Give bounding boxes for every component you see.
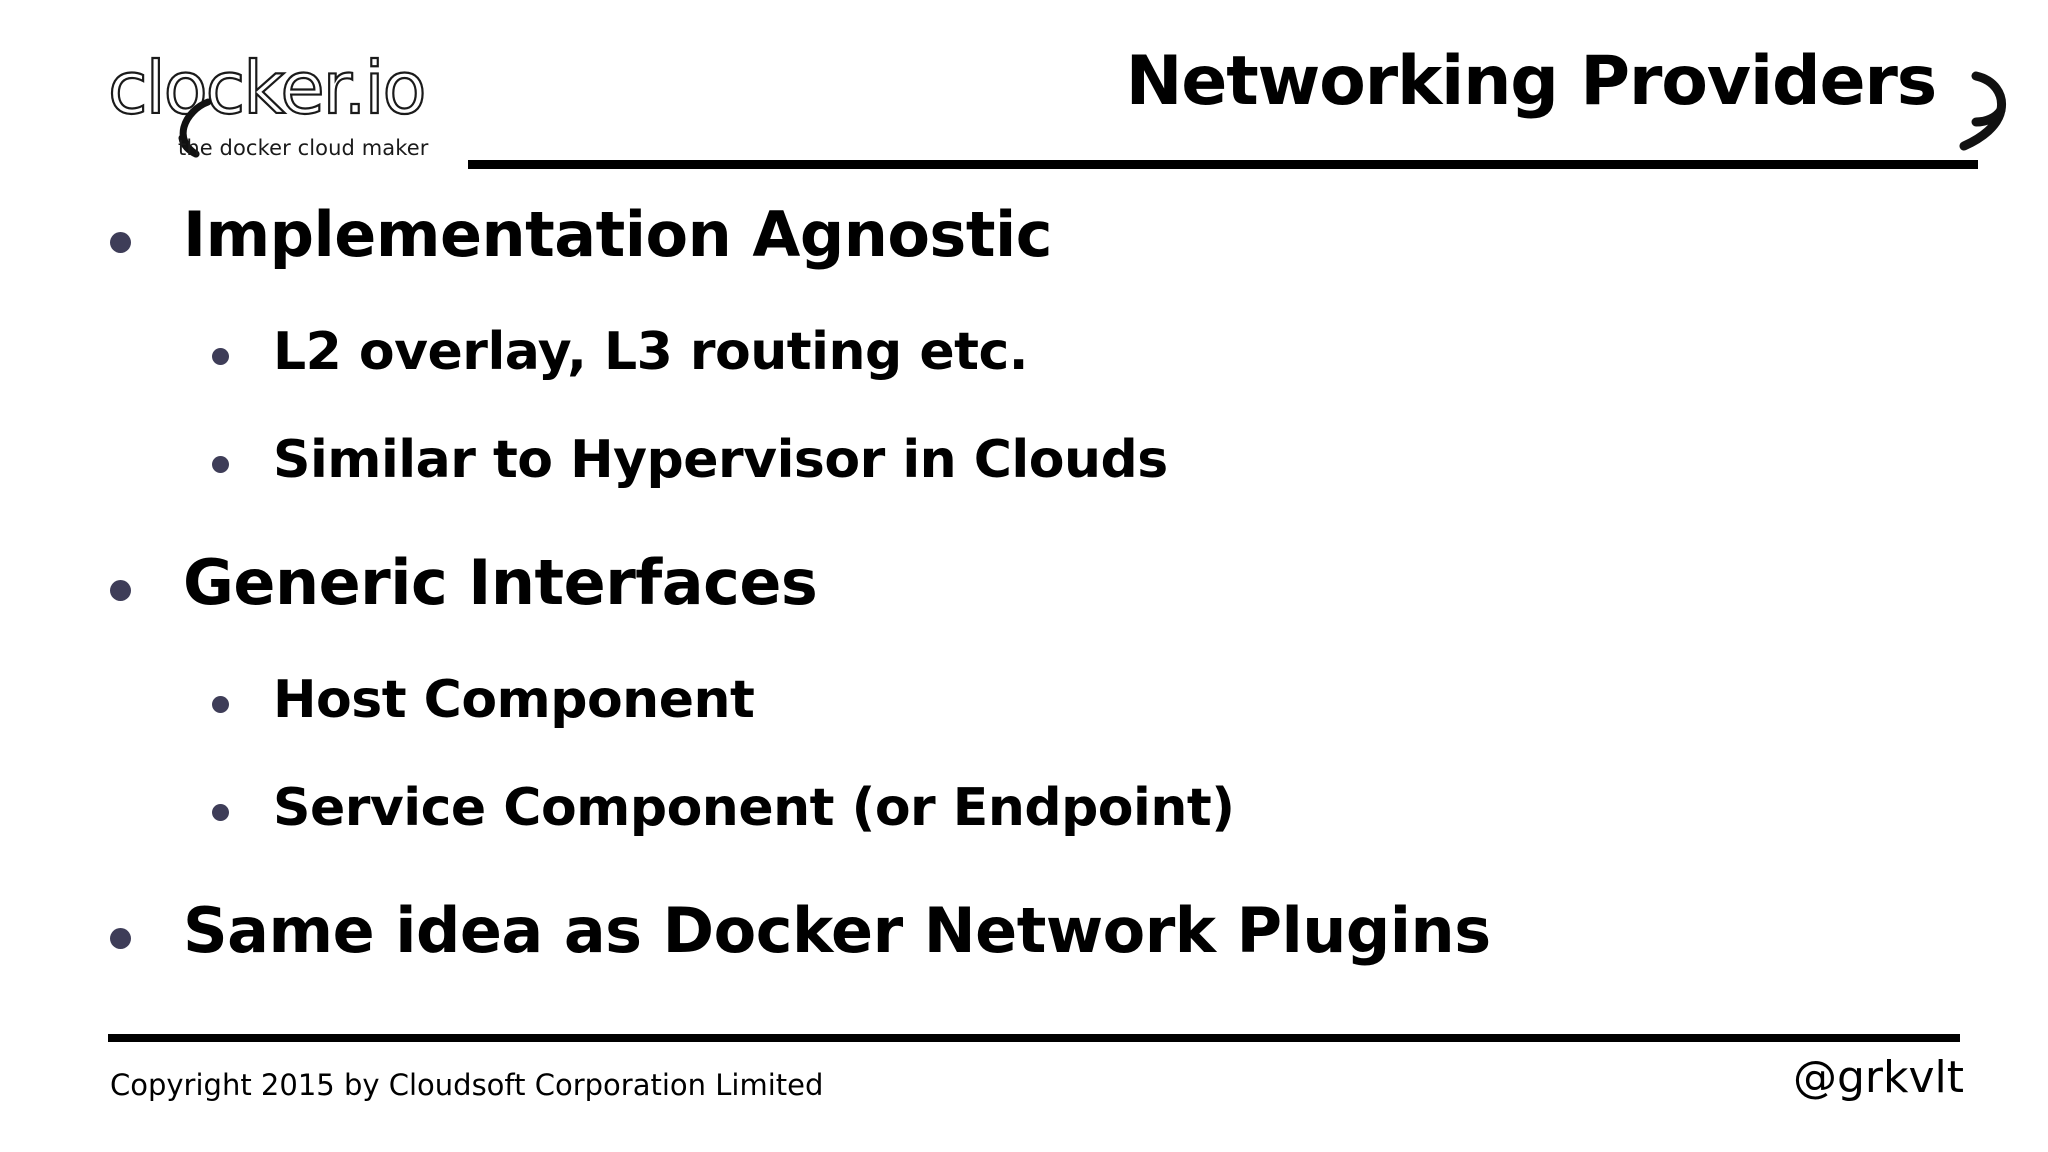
bullet-dot-icon xyxy=(212,696,229,713)
list-item[interactable]: L2 overlay, L3 routing etc. xyxy=(212,318,2048,418)
list-item[interactable]: Generic Interfaces xyxy=(110,546,2048,650)
list-item[interactable]: Host Component xyxy=(212,666,2048,766)
list-item-label: Service Component (or Endpoint) xyxy=(273,778,1235,838)
list-item-label: Similar to Hypervisor in Clouds xyxy=(273,430,1168,490)
clock-hand-swash-icon xyxy=(1959,71,2007,151)
copyright-text: Copyright 2015 by Cloudsoft Corporation … xyxy=(110,1068,824,1102)
bullet-dot-icon xyxy=(110,580,131,601)
list-item-label: Generic Interfaces xyxy=(183,546,818,619)
list-item[interactable]: Similar to Hypervisor in Clouds xyxy=(212,426,2048,526)
bullet-dot-icon xyxy=(212,456,229,473)
list-item[interactable]: Same idea as Docker Network Plugins xyxy=(110,894,2048,998)
twitter-handle[interactable]: @grkvlt xyxy=(1792,1052,1964,1103)
bullet-list: Implementation Agnostic L2 overlay, L3 r… xyxy=(0,198,2048,1048)
logo-wordmark: clocker.io xyxy=(107,46,428,130)
list-item-label: Host Component xyxy=(273,670,755,730)
bullet-dot-icon xyxy=(110,928,131,949)
bullet-dot-icon xyxy=(212,348,229,365)
footer-divider xyxy=(108,1034,1960,1042)
bullet-dot-icon xyxy=(110,232,131,253)
list-item-label: L2 overlay, L3 routing etc. xyxy=(273,322,1029,382)
bullet-dot-icon xyxy=(212,804,229,821)
slide-footer: Copyright 2015 by Cloudsoft Corporation … xyxy=(0,1022,2048,1152)
logo-tagline: the docker cloud maker xyxy=(178,136,429,160)
header-divider xyxy=(468,160,1978,169)
slide-header: clocker.io the docker cloud maker Networ… xyxy=(0,0,2048,180)
list-item[interactable]: Implementation Agnostic xyxy=(110,198,2048,302)
clocker-logo[interactable]: clocker.io the docker cloud maker xyxy=(107,46,468,174)
page-title: Networking Providers xyxy=(1125,42,1938,121)
list-item[interactable]: Service Component (or Endpoint) xyxy=(212,774,2048,874)
list-item-label: Implementation Agnostic xyxy=(183,198,1052,271)
list-item-label: Same idea as Docker Network Plugins xyxy=(183,894,1491,967)
